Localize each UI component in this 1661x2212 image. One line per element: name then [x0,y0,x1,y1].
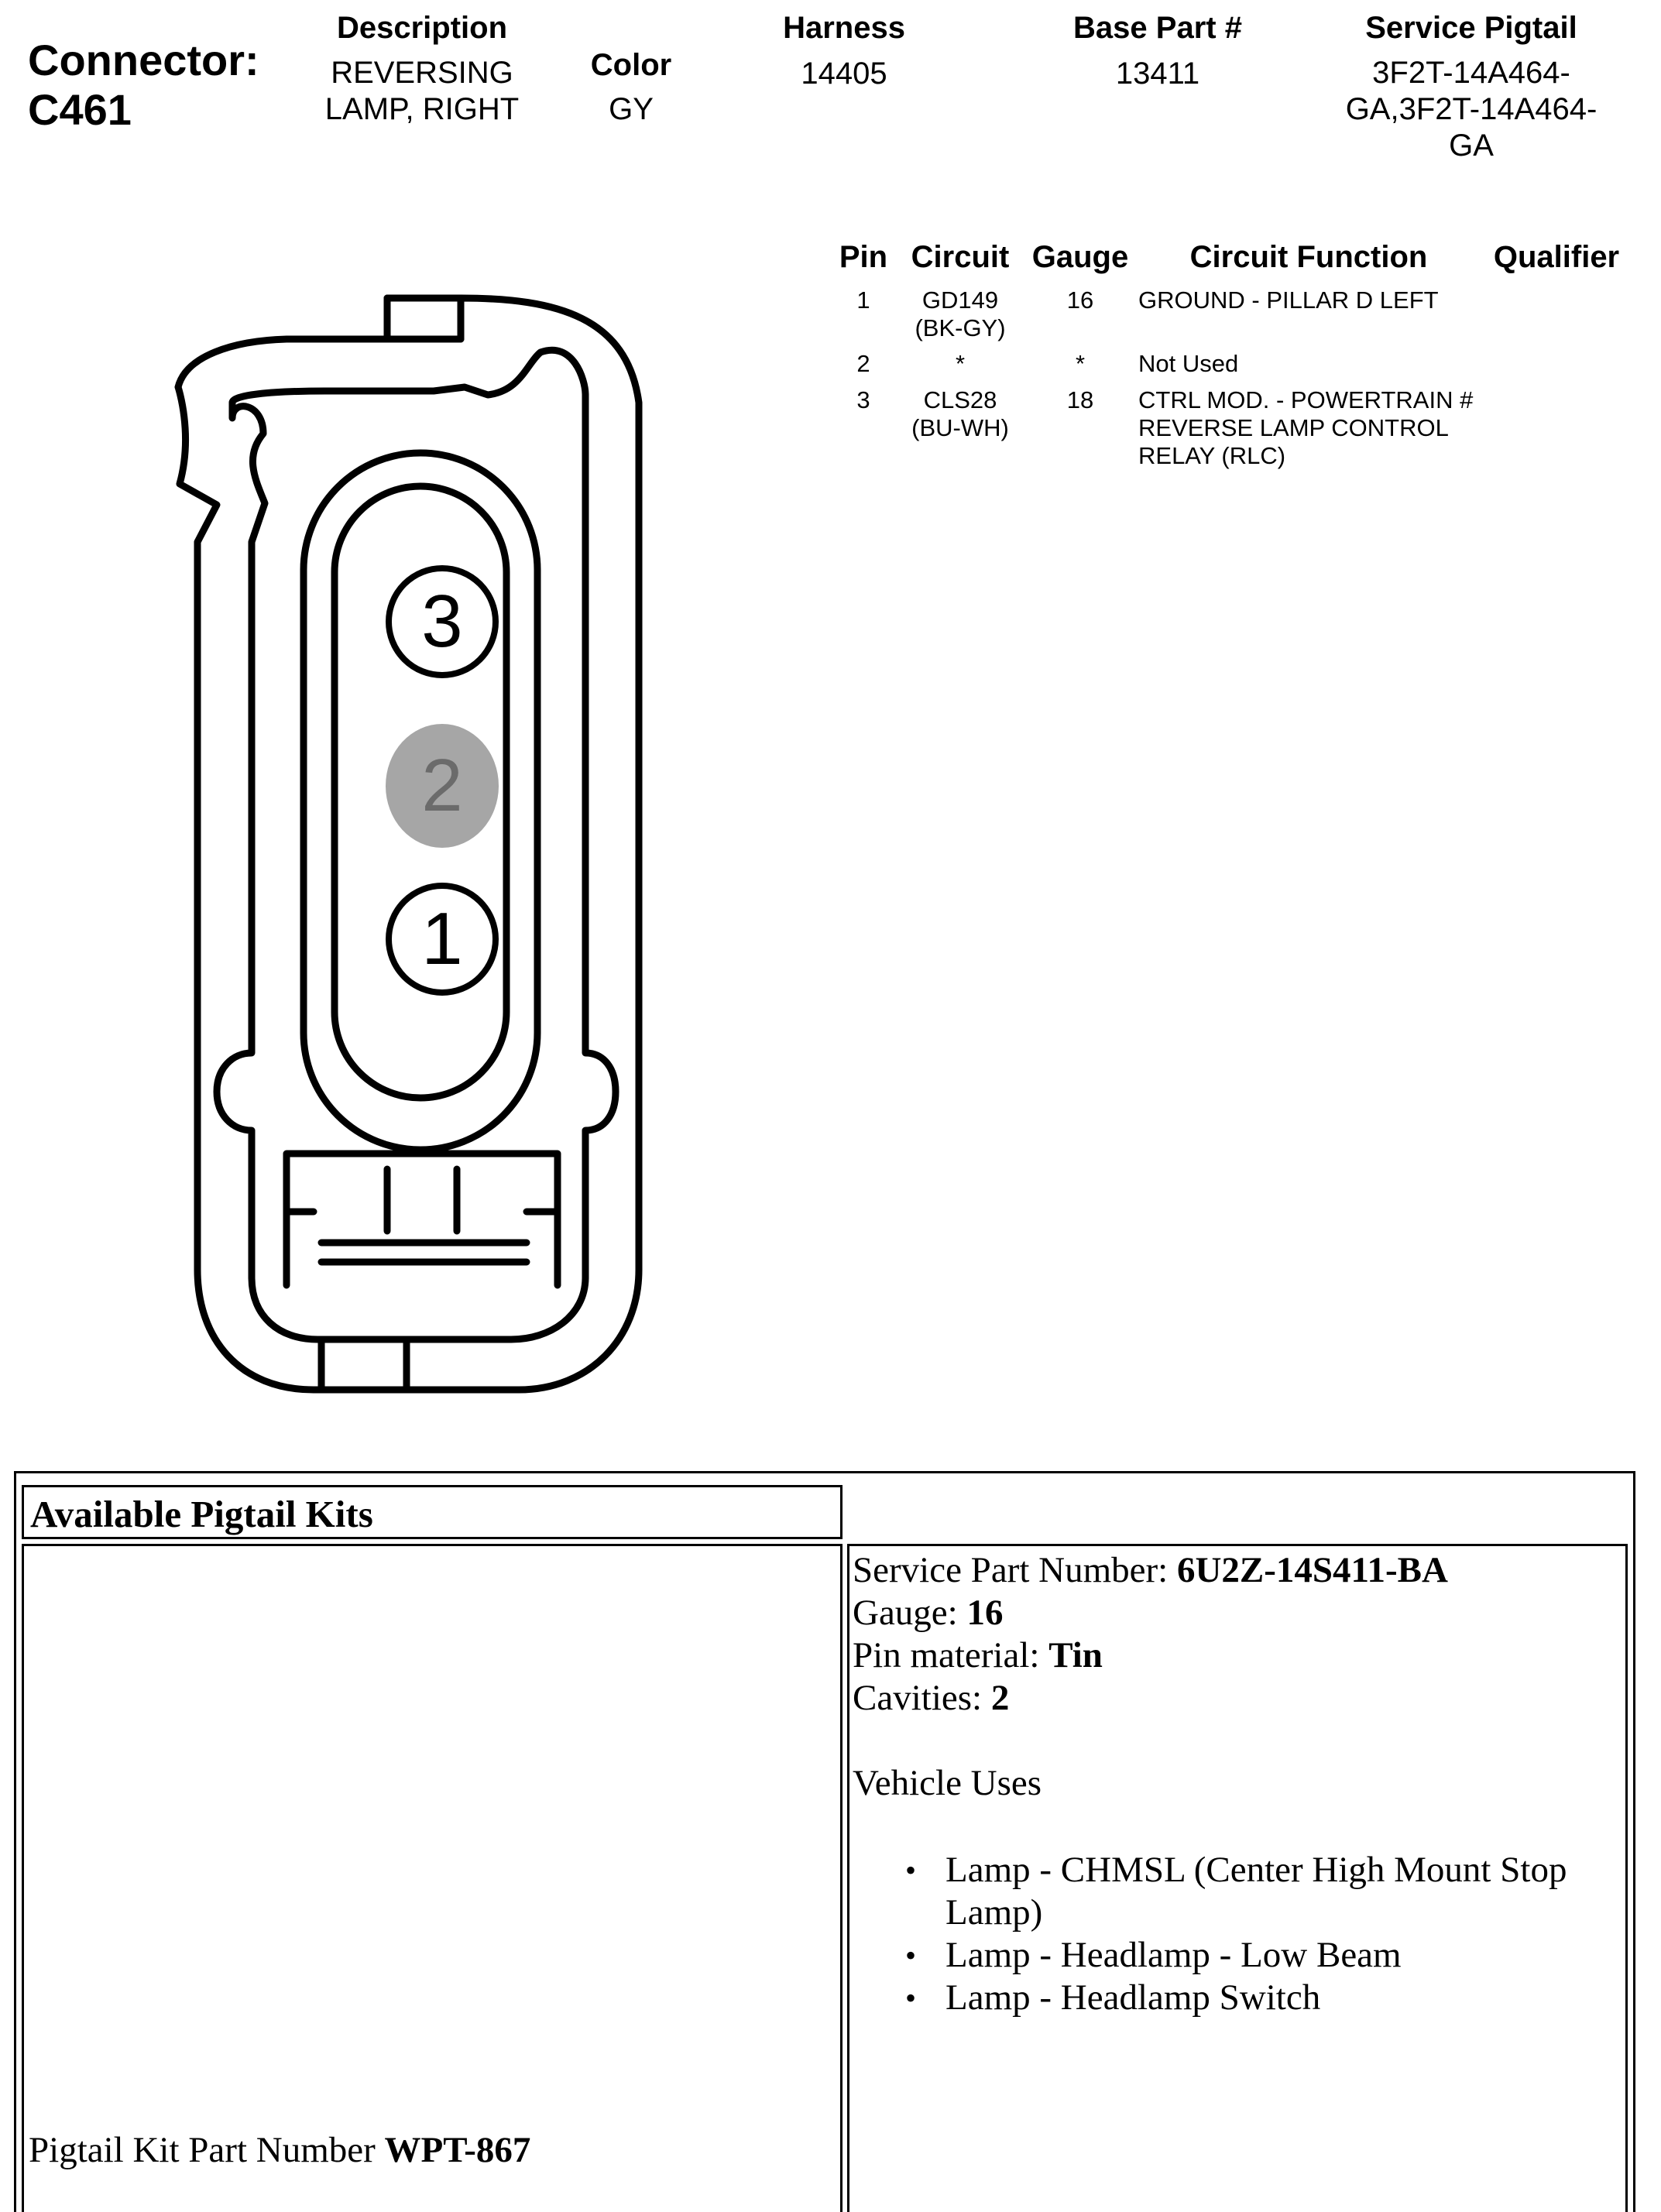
pin-material-value: Tin [1048,1635,1103,1675]
connector-face-diagram [174,294,643,1394]
cavity-outer-oval [300,449,541,1154]
pin-column-header: Pin [839,240,888,274]
pin-2-label: 2 [421,744,463,827]
vehicle-use-item: Lamp - Headlamp - Low Beam [905,1934,1619,1977]
pin-cell: 2 [856,350,870,377]
color-header: Color [590,48,672,82]
circuit-function-cell: CTRL MOD. - POWERTRAIN # REVERSE LAMP CO… [1138,386,1474,469]
circuit-column-header: Circuit [911,240,1010,274]
cavity-pin-3: 3 [386,565,499,678]
circuit-cell: CLS28 (BU-WH) [911,386,1009,441]
vehicle-use-item: Lamp - CHMSL (Center High Mount Stop Lam… [905,1849,1619,1934]
pigtail-kits-title: Available Pigtail Kits [30,1493,373,1535]
harness-value: 14405 [801,57,887,91]
cavity-inner-oval [331,482,510,1102]
circuit-function-column-header: Circuit Function [1189,240,1428,274]
circuit-cell: GD149 (BK-GY) [915,286,1006,341]
cavities-info: Cavities: 2 [853,1678,1010,1718]
harness-header: Harness [783,11,905,45]
qualifier-column-header: Qualifier [1493,240,1620,274]
pigtail-kits-panel [14,1471,1635,2212]
gauge-cell: 18 [1066,386,1094,413]
base-part-header: Base Part # [1073,11,1242,45]
description-header: Description [336,11,508,45]
pin-material-info: Pin material: Tin [853,1635,1103,1675]
service-pigtail-value: 3F2T-14A464- GA,3F2T-14A464- GA [1345,56,1598,163]
circuit-function-cell: GROUND - PILLAR D LEFT [1138,286,1439,314]
gauge-info-value: 16 [966,1593,1004,1633]
gauge-cell: * [1075,350,1086,377]
connector-inner-wall [213,346,619,1343]
cavity-pin-1: 1 [386,883,499,996]
vehicle-uses-heading: Vehicle Uses [853,1763,1042,1803]
pigtail-kit-part-number: Pigtail Kit Part Number WPT-867 [29,2130,531,2170]
base-part-value: 13411 [1115,57,1200,91]
circuit-cell: * [955,350,966,377]
vehicle-uses-list: Lamp - CHMSL (Center High Mount Stop Lam… [853,1849,1619,2019]
pigtail-kits-title-box: Available Pigtail Kits [22,1485,843,1539]
description-value: REVERSING LAMP, RIGHT [324,56,520,126]
pin-3-label: 3 [421,580,463,663]
service-part-number-value: 6U2Z-14S411-BA [1176,1550,1448,1590]
circuit-function-cell: Not Used [1138,350,1239,377]
pin-cell: 1 [856,286,870,314]
pin-cell: 3 [856,386,870,413]
connector-label: Connector: [28,36,259,84]
service-pigtail-header: Service Pigtail [1365,11,1577,45]
connector-outer-housing [174,294,643,1394]
connector-latch-lines [283,1150,561,1394]
pigtail-kit-details-box: Service Part Number: 6U2Z-14S411-BA Gaug… [847,1544,1628,2212]
connector-lock-tab [383,294,465,343]
cavities-value: 2 [990,1678,1010,1718]
pigtail-kit-part-number-value: WPT-867 [384,2130,531,2170]
service-part-number: Service Part Number: 6U2Z-14S411-BA [853,1550,1448,1590]
gauge-cell: 16 [1066,286,1094,314]
gauge-column-header: Gauge [1031,240,1129,274]
pin-1-label: 1 [421,897,463,980]
pigtail-kit-image-box: Pigtail Kit Part Number WPT-867 [22,1544,843,2212]
cavity-pin-2-unused: 2 [386,724,499,848]
connector-id: C461 [28,85,132,134]
color-value: GY [609,92,654,126]
gauge-info: Gauge: 16 [853,1593,1004,1633]
vehicle-use-item: Lamp - Headlamp Switch [905,1977,1619,2019]
